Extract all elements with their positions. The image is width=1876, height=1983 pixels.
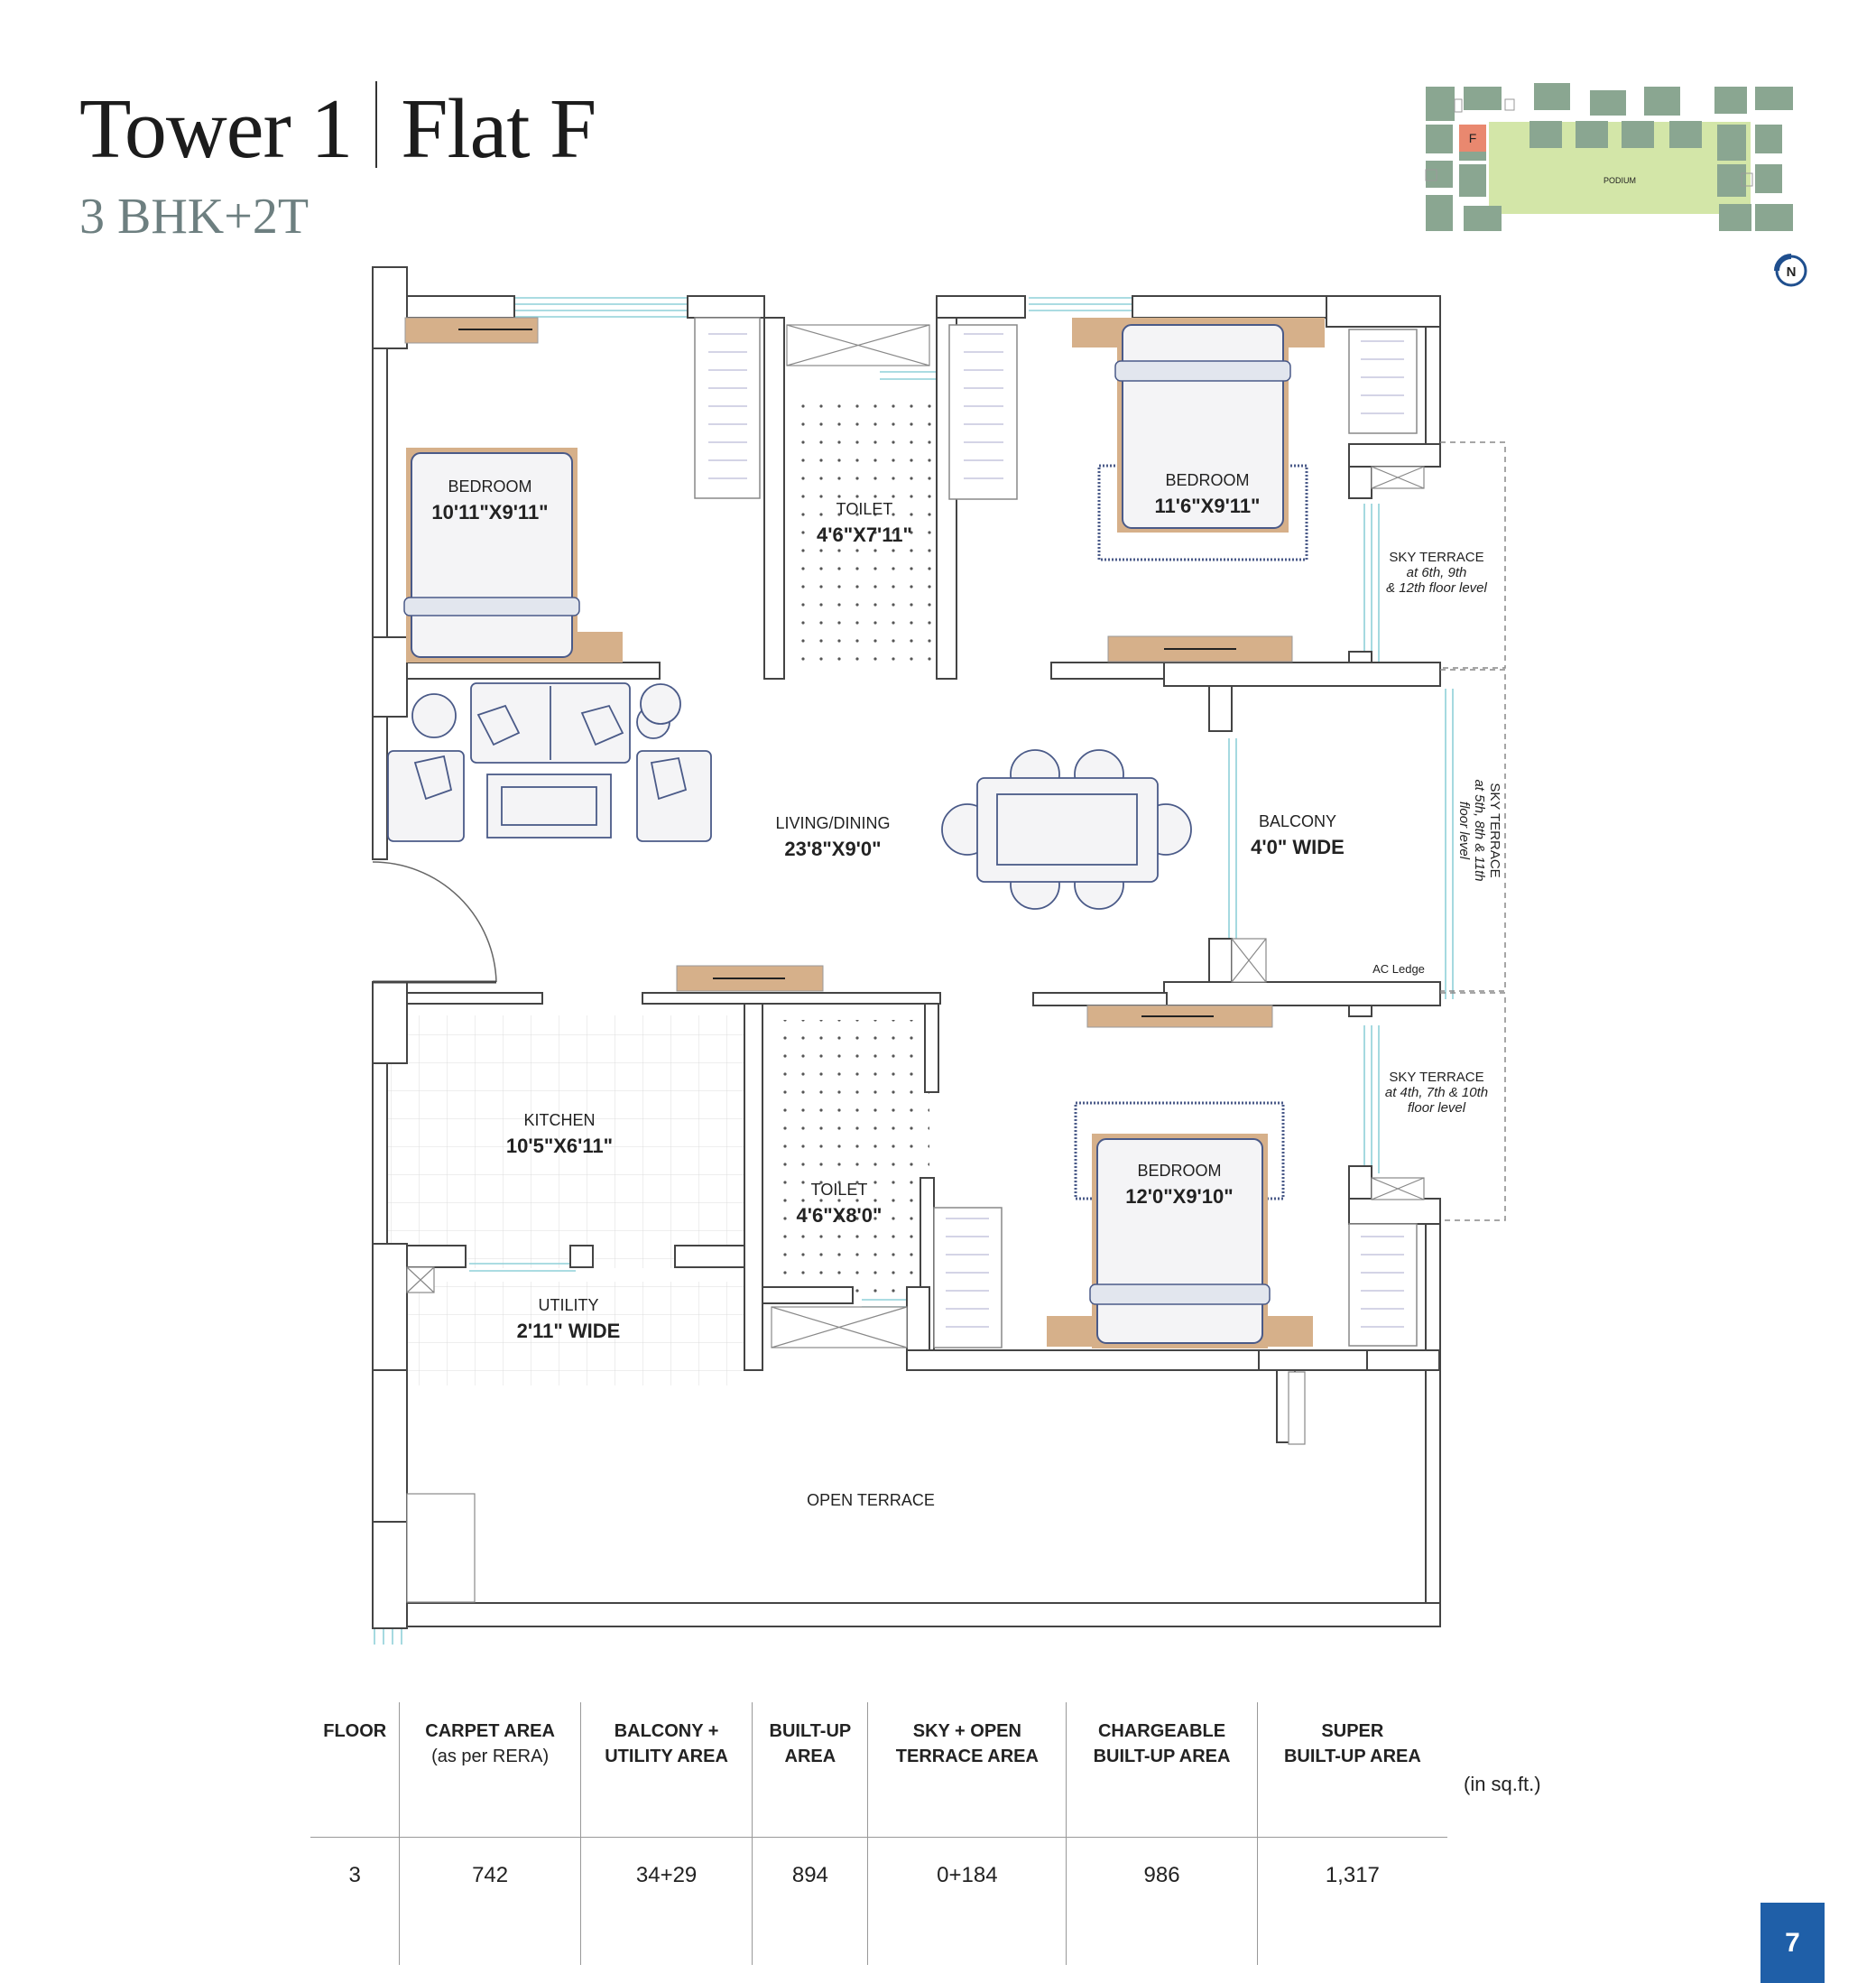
value-chargeable-built-up: 986 [1066,1837,1258,1965]
toilet-bottom-floor [772,1020,929,1295]
value-balcony-utility: 34+29 [579,1837,753,1965]
key-plan-unit-marker: F [1469,131,1477,145]
wardrobes [404,317,1293,1028]
key-plan: PODIUM F N [1425,83,1807,287]
room-dims: 11'6"X9'11" [1155,495,1261,517]
page-number: 7 [1760,1903,1825,1983]
plan-floors [388,391,940,1385]
tv-unit-panel [676,965,824,992]
room-label: UTILITY [538,1296,598,1314]
value-carpet-area: 742 [399,1837,581,1965]
title-tower: Tower 1 [79,82,353,176]
dining-set [941,749,1192,910]
closets [694,317,1418,1348]
room-label: BEDROOM [1137,1162,1221,1180]
title-flat: Flat F [401,82,596,176]
key-plan-podium [1489,122,1751,214]
room-dims: 4'6"X8'0" [797,1204,883,1227]
room-dims: 10'5"X6'11" [506,1135,613,1157]
sky-terrace-title: SKY TERRACE [1487,783,1502,877]
sky-terrace-floors: floor level [1408,1100,1466,1116]
value-sky-open-terrace: 0+184 [867,1837,1067,1965]
page-subtitle: 3 BHK+2T [79,189,310,245]
sky-terrace-floors: at 4th, 7th & 10th [1385,1085,1488,1100]
sky-terrace-floors: & 12th floor level [1386,580,1487,596]
room-label: LIVING/DINING [775,814,890,832]
toilet-top-floor [787,391,940,668]
room-label: BALCONY [1259,812,1336,830]
room-dims: 4'0" WIDE [1251,836,1345,858]
room-label: TOILET [836,500,893,518]
sky-terrace-title: SKY TERRACE [1389,550,1483,565]
title-separator [375,81,378,168]
kitchen-floor [388,1015,749,1268]
room-labels: BEDROOM 10'11"X9'11" TOILET 4'6"X7'11" B… [431,471,1502,1509]
room-dims: 12'0"X9'10" [1125,1185,1233,1208]
utility-floor [404,1282,749,1385]
room-label: BEDROOM [448,477,531,496]
sky-terrace-floors: floor level [1456,802,1472,860]
room-label: OPEN TERRACE [807,1491,935,1509]
sky-terrace-floors: at 5th, 8th & 11th [1472,779,1487,881]
living-sofa-set [387,682,712,842]
sky-terrace-floors: at 6th, 9th [1407,565,1467,580]
bedroom-3-bed [1047,1101,1313,1348]
header-carpet-area: CARPET AREA(as per RERA) [399,1702,581,1838]
area-table-row: 3 742 34+29 894 0+184 986 1,317 [310,1837,1447,1965]
sky-terrace-outlines [1440,441,1506,1221]
key-plan-blocks [1426,83,1793,231]
room-label: TOILET [811,1181,868,1199]
value-floor: 3 [348,1863,361,1887]
bedroom-2-bed [1072,318,1325,561]
key-plan-unit-highlight [1459,125,1486,152]
room-dims: 10'11"X9'11" [431,501,548,524]
main-door-swing [372,861,497,983]
sky-terrace-title: SKY TERRACE [1389,1070,1483,1085]
north-label: N [1787,264,1797,280]
value-super-built-up: 1,317 [1256,1837,1447,1965]
room-dims: 23'8"X9'0" [784,838,881,860]
area-units: (in sq.ft.) [1464,1773,1541,1795]
tv-unit-panel [1086,1005,1273,1028]
ac-ledge-label: AC Ledge [1372,962,1425,976]
room-dims: 4'6"X7'11" [817,524,912,546]
header-floor: FLOOR [310,1702,400,1838]
shafts [406,324,1425,1603]
area-table: FLOOR CARPET AREA(as per RERA) BALCONY +… [310,1702,1447,1965]
room-label: BEDROOM [1165,471,1249,489]
key-plan-podium-label: PODIUM [1603,176,1636,185]
area-table-header-row: FLOOR CARPET AREA(as per RERA) BALCONY +… [310,1702,1447,1838]
value-built-up: 894 [752,1837,868,1965]
bedroom-1-bed [403,448,623,663]
room-label: KITCHEN [523,1111,595,1129]
header-balcony-utility: BALCONY +UTILITY AREA [579,1702,753,1838]
room-dims: 2'11" WIDE [517,1320,621,1342]
